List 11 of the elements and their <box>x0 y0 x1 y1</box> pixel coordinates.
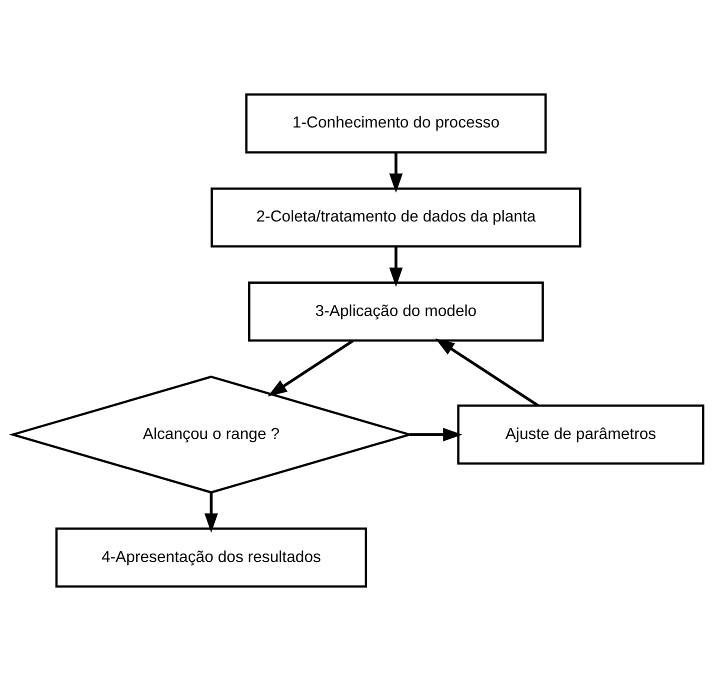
arrow <box>389 246 403 286</box>
arrow <box>410 427 462 441</box>
node-box: Ajuste de parâmetros <box>457 404 704 464</box>
node-box: 4-Apresentação dos resultados <box>55 527 368 588</box>
arrow <box>389 152 403 192</box>
arrow <box>268 339 354 396</box>
node-box: 2-Coleta/tratamento de dados da planta <box>210 186 582 248</box>
node-box: 1-Conhecimento do processo <box>245 92 547 153</box>
node-box: 3-Aplicação do modelo <box>248 281 544 342</box>
arrow <box>204 492 218 532</box>
arrow <box>435 338 539 406</box>
